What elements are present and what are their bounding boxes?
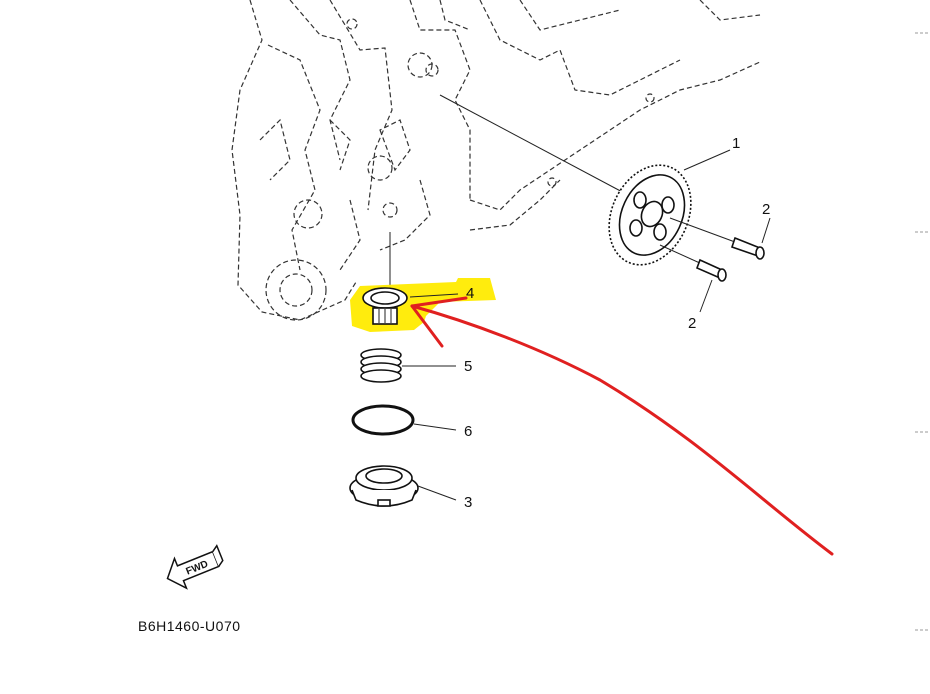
callout-2-upper: 2 <box>762 201 770 218</box>
part-2a-leader <box>761 217 771 244</box>
fwd-arrow-icon: FWD <box>166 544 224 590</box>
part-2b-leader <box>699 279 713 313</box>
part-1-gear <box>608 164 692 266</box>
part-5-spring <box>360 348 402 383</box>
part-3-leader <box>417 485 457 501</box>
callout-2-lower: 2 <box>688 315 696 332</box>
part-2-screw-upper <box>669 217 765 260</box>
part-4-strainer <box>362 287 408 325</box>
red-annotation-arrow <box>410 296 834 556</box>
callout-6: 6 <box>464 423 472 440</box>
drawing-code: B6H1460-U070 <box>138 618 241 634</box>
gear-axis-line <box>439 94 629 196</box>
crankcase-outline <box>231 0 761 321</box>
callout-4: 4 <box>466 285 474 302</box>
margin-ticks <box>915 32 930 631</box>
callout-3: 3 <box>464 494 472 511</box>
part-4-leader <box>409 293 459 298</box>
callout-1: 1 <box>732 135 740 152</box>
part-6-o-ring <box>351 404 415 436</box>
part-3-plug <box>349 465 419 507</box>
part-6-leader <box>413 423 457 431</box>
part-1-leader <box>683 149 731 171</box>
callout-5: 5 <box>464 358 472 375</box>
part-2-screw-lower <box>659 244 727 282</box>
